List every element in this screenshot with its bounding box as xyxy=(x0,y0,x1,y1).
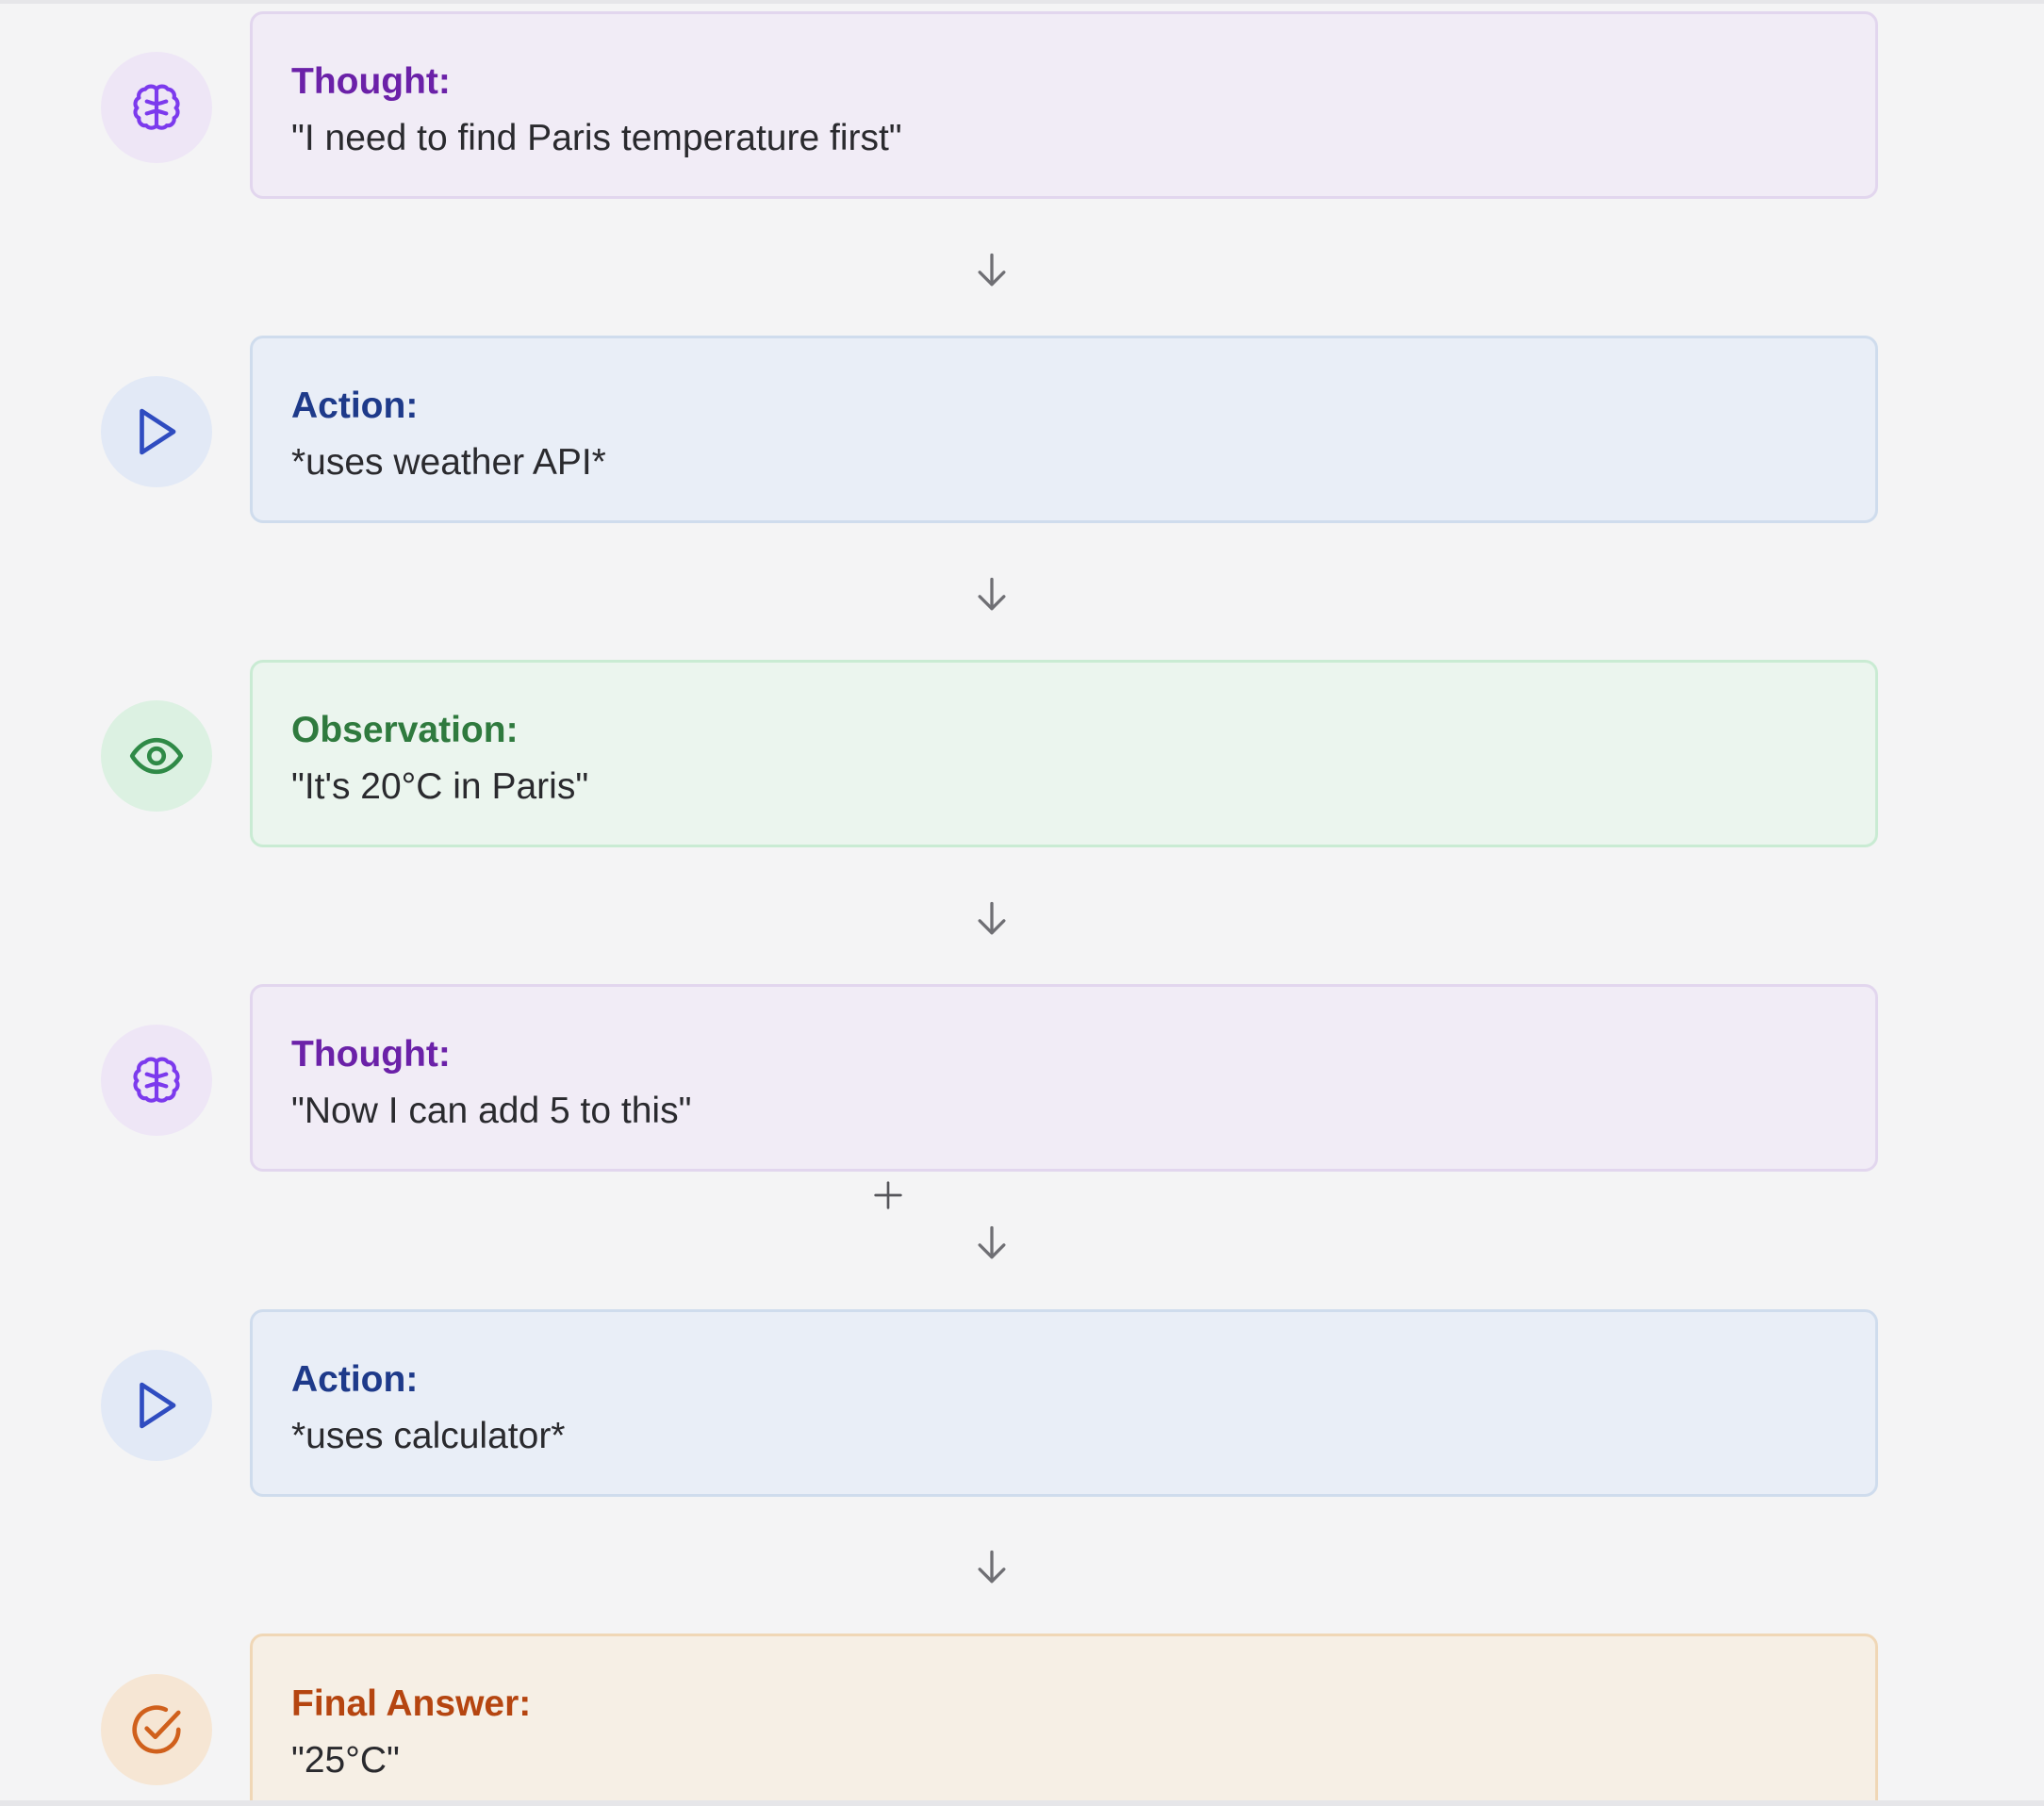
step-text: "It's 20°C in Paris" xyxy=(291,766,589,807)
step-title: Observation: xyxy=(291,710,519,750)
check-circle-icon xyxy=(101,1674,212,1785)
step-card: Final Answer: "25°C" xyxy=(250,1634,1878,1806)
step-thought-1: Thought: "I need to find Paris temperatu… xyxy=(0,11,2044,205)
step-card: Thought: "Now I can add 5 to this" xyxy=(250,984,1878,1172)
play-icon xyxy=(101,376,212,487)
brain-icon xyxy=(101,52,212,163)
step-final-answer: Final Answer: "25°C" xyxy=(0,1634,2044,1806)
step-card: Action: *uses calculator* xyxy=(250,1309,1878,1497)
step-text: *uses weather API* xyxy=(291,442,606,483)
step-card: Thought: "I need to find Paris temperatu… xyxy=(250,11,1878,199)
step-card: Action: *uses weather API* xyxy=(250,336,1878,523)
step-title: Thought: xyxy=(291,1034,451,1075)
arrow-down-icon xyxy=(971,249,1013,292)
plus-cursor-icon xyxy=(869,1176,907,1214)
step-card: Observation: "It's 20°C in Paris" xyxy=(250,660,1878,847)
arrow-down-icon xyxy=(971,897,1013,941)
brain-icon xyxy=(101,1025,212,1136)
step-action-1: Action: *uses weather API* xyxy=(0,336,2044,529)
step-text: "I need to find Paris temperature first" xyxy=(291,118,902,158)
arrow-down-icon xyxy=(971,573,1013,616)
step-observation: Observation: "It's 20°C in Paris" xyxy=(0,660,2044,853)
step-title: Action: xyxy=(291,1359,419,1400)
step-title: Thought: xyxy=(291,61,451,102)
step-thought-2: Thought: "Now I can add 5 to this" xyxy=(0,984,2044,1177)
step-text: "25°C" xyxy=(291,1740,400,1781)
play-icon xyxy=(101,1350,212,1461)
eye-icon xyxy=(101,700,212,812)
arrow-down-icon xyxy=(971,1546,1013,1589)
step-text: "Now I can add 5 to this" xyxy=(291,1091,692,1131)
arrow-down-icon xyxy=(971,1222,1013,1265)
step-title: Action: xyxy=(291,386,419,426)
step-text: *uses calculator* xyxy=(291,1416,566,1456)
bottom-divider xyxy=(0,1800,2044,1806)
top-divider xyxy=(0,0,2044,4)
step-action-2: Action: *uses calculator* xyxy=(0,1309,2044,1502)
step-title: Final Answer: xyxy=(291,1683,532,1724)
